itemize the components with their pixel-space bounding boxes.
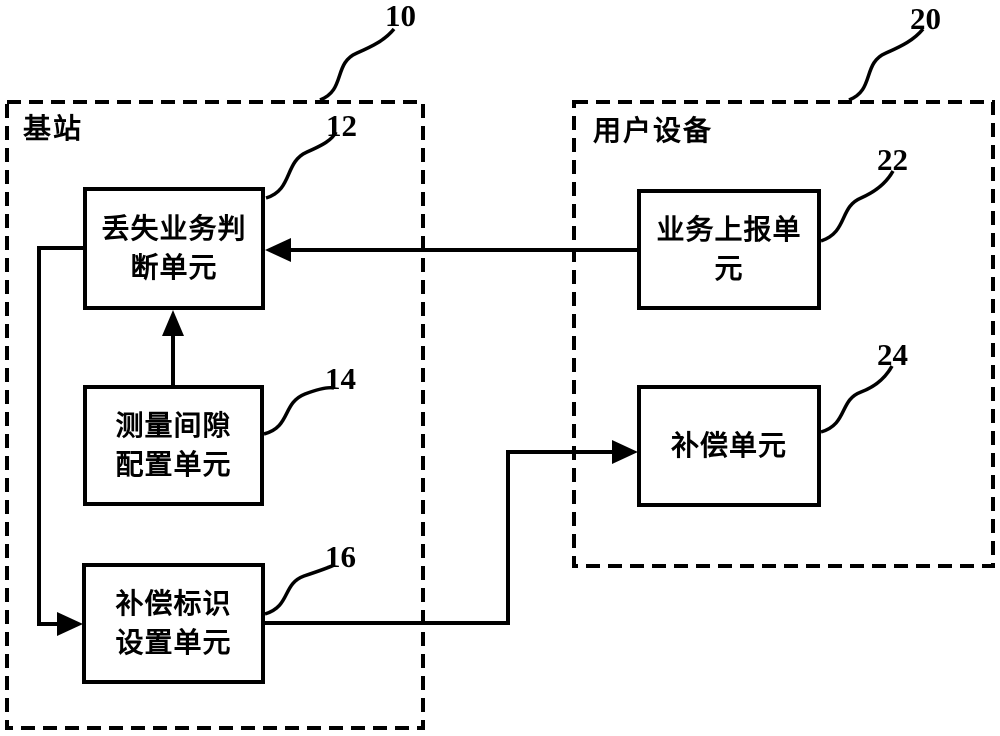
leader-20 [848, 27, 925, 102]
conn-16-to-24-line [264, 450, 614, 625]
conn-16-to-24-arrowhead [612, 440, 638, 464]
ref-numeral-16: 16 [325, 539, 356, 574]
block-measurement-gap-config-unit-label: 测量间隙 配置单元 [115, 409, 232, 480]
ref-numeral-14: 14 [325, 361, 356, 396]
leader-16 [264, 563, 335, 616]
ref-numeral-24: 24 [877, 337, 908, 372]
leader-14 [263, 385, 335, 436]
block-compensation-unit: 补偿单元 [637, 385, 821, 507]
block-lost-service-judging-unit: 丢失业务判 断单元 [83, 187, 265, 310]
leader-10 [319, 27, 396, 102]
ref-numeral-10: 10 [385, 0, 416, 33]
block-compensation-unit-label: 补偿单元 [670, 429, 787, 461]
block-lost-service-judging-unit-label: 丢失业务判 断单元 [101, 212, 247, 283]
conn-12-to-16-line [37, 246, 85, 626]
base-station-label: 基站 [23, 113, 84, 144]
leader-24 [820, 365, 894, 434]
block-service-reporting-unit-label: 业务上报单 元 [656, 213, 802, 284]
ref-numeral-22: 22 [877, 142, 908, 177]
ref-numeral-12: 12 [326, 108, 357, 143]
user-equipment-label: 用户设备 [593, 115, 714, 146]
block-service-reporting-unit: 业务上报单 元 [637, 189, 821, 310]
block-measurement-gap-config-unit: 测量间隙 配置单元 [83, 385, 264, 506]
leader-12 [265, 131, 338, 200]
block-compensation-flag-setting-unit-label: 补偿标识 设置单元 [115, 587, 232, 658]
conn-14-to-12-arrowhead [162, 310, 184, 336]
conn-12-to-16-arrowhead [57, 612, 83, 636]
ref-numeral-20: 20 [910, 1, 941, 36]
base-station-dashed-box [5, 100, 425, 730]
user-equipment-dashed-box [572, 100, 995, 568]
leader-22 [820, 170, 895, 243]
conn-22-to-12-arrowhead [265, 238, 291, 262]
block-compensation-flag-setting-unit: 补偿标识 设置单元 [82, 563, 265, 684]
